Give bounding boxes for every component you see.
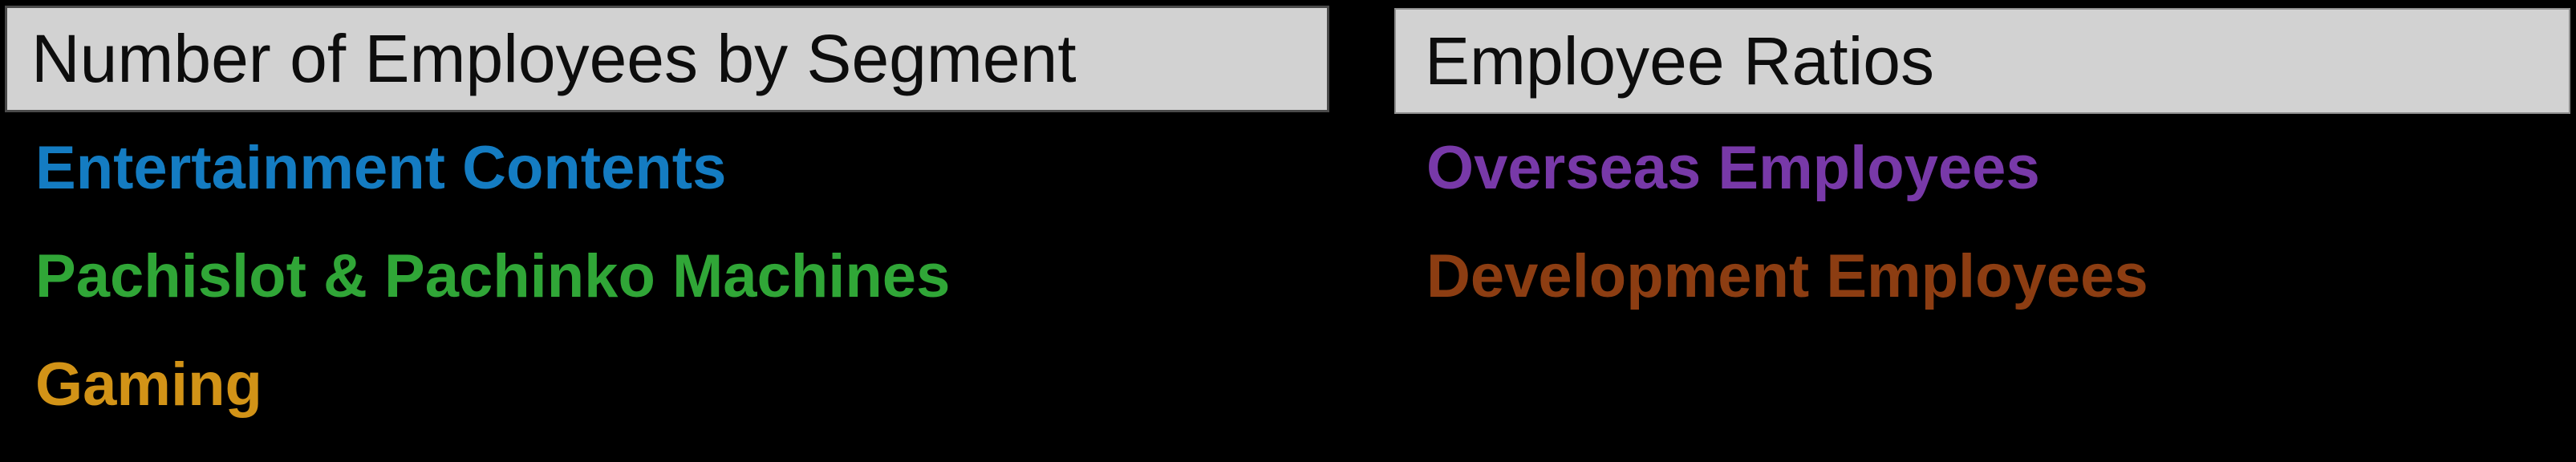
- ratios-chart-title: Employee Ratios: [1425, 22, 1934, 99]
- segment-chart-title-bar: Number of Employees by Segment: [5, 6, 1329, 112]
- ratios-chart-title-bar: Employee Ratios: [1394, 8, 2570, 114]
- legend-item: Entertainment Contents: [35, 134, 727, 202]
- legend-item: Development Employees: [1426, 242, 2148, 310]
- legend-item: Overseas Employees: [1426, 134, 2040, 202]
- legend-item: Gaming: [35, 351, 262, 419]
- segment-chart-title: Number of Employees by Segment: [31, 21, 1077, 96]
- legend-item: Pachislot & Pachinko Machines: [35, 242, 951, 310]
